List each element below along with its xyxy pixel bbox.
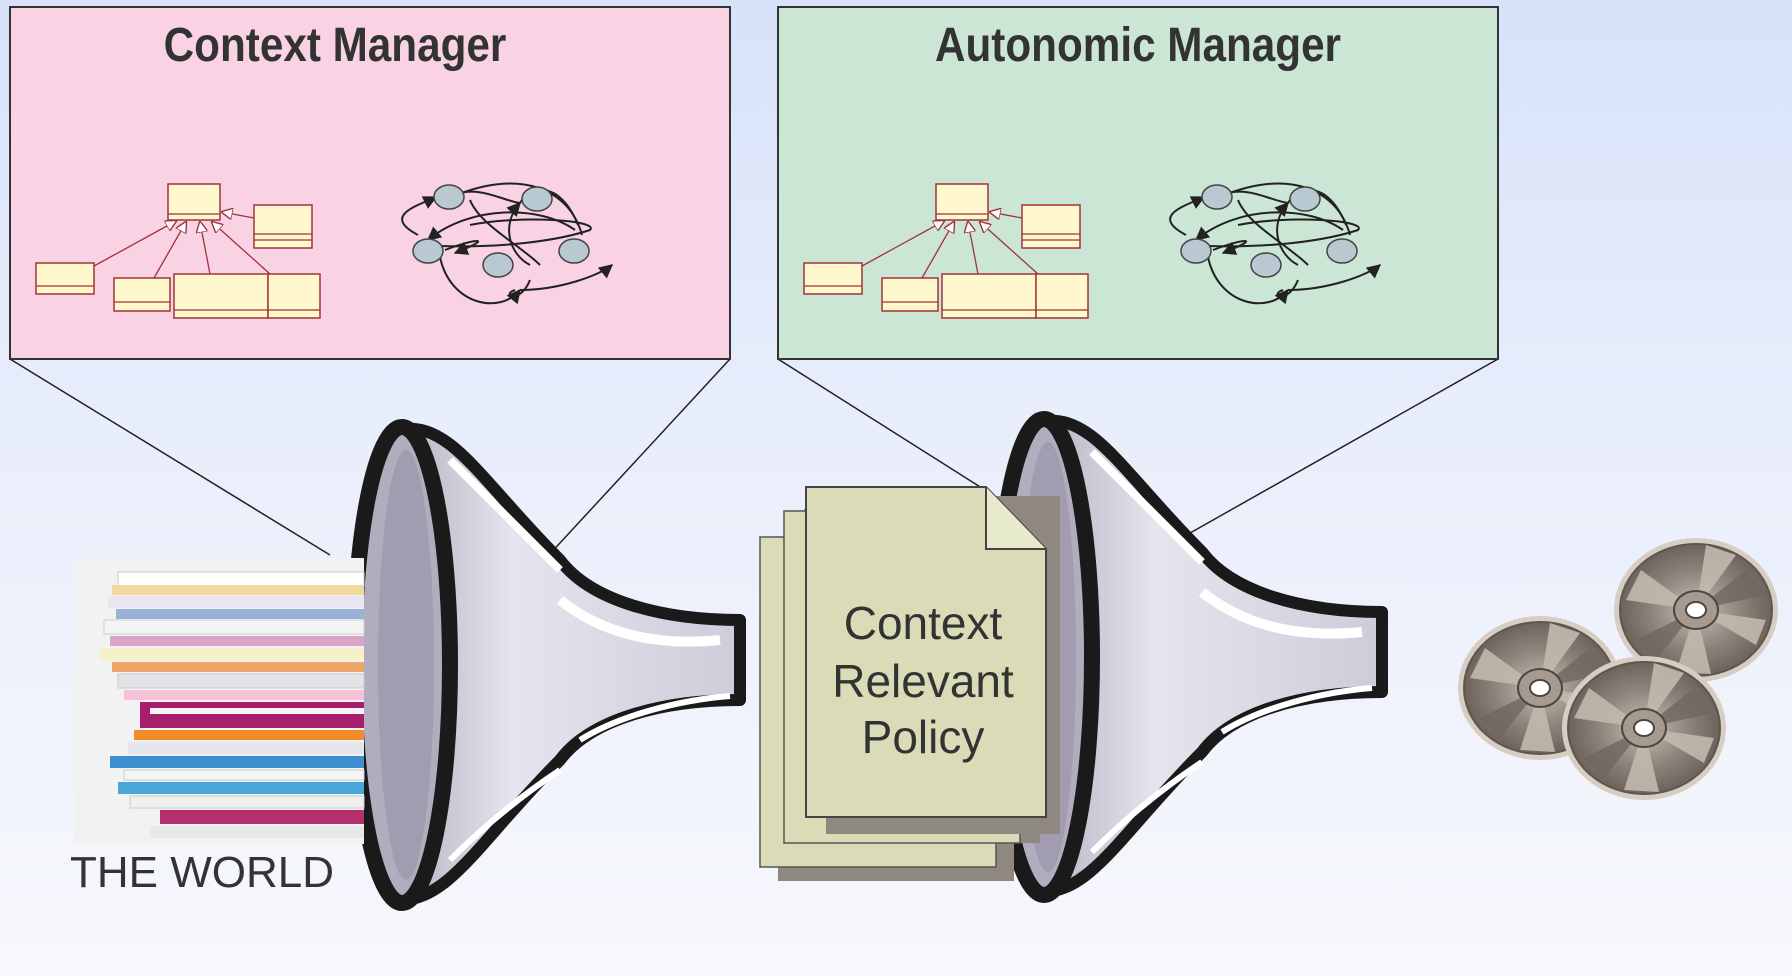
cd-disc-icon: [1561, 655, 1727, 801]
world-label: THE WORLD: [70, 848, 334, 897]
autonomic-manager-panel: [777, 6, 1499, 360]
policy-line-3: Policy: [861, 711, 985, 763]
funnel-icon: [354, 427, 740, 903]
cm-connector-right: [534, 358, 731, 571]
context-manager-panel: [9, 6, 731, 360]
policy-document-stack: [759, 486, 1060, 881]
am-connector-left: [777, 358, 986, 491]
paper-stack-image: [74, 558, 365, 844]
context-manager-title: Context Manager: [163, 19, 507, 72]
autonomic-manager-title: Autonomic Manager: [934, 19, 1342, 72]
cm-connector-left: [9, 358, 331, 556]
am-connector-right: [1159, 358, 1499, 551]
policy-line-1: Context: [843, 597, 1003, 649]
policy-line-2: Relevant: [832, 655, 1014, 707]
